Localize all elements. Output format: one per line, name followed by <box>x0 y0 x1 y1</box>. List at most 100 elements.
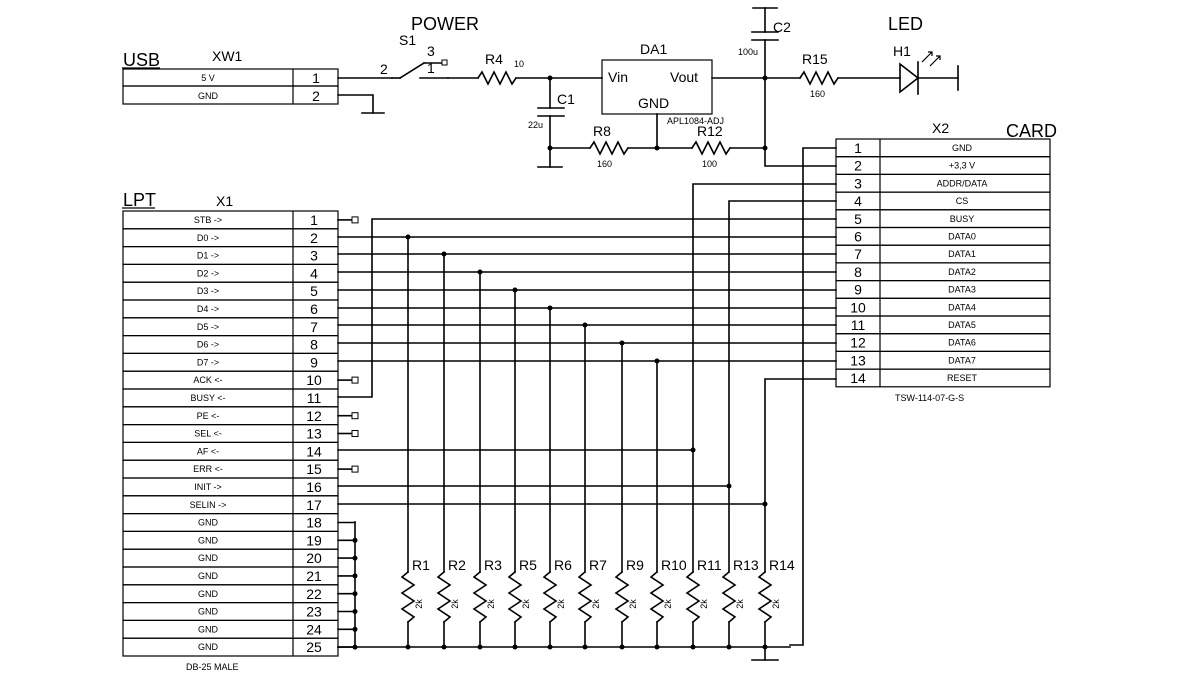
resistor-zigzag <box>507 570 523 624</box>
resistor-zigzag <box>721 570 737 624</box>
lpt-pin-number: 15 <box>306 461 322 477</box>
junction-dot <box>405 234 411 240</box>
pullup-value: 2k <box>771 599 781 609</box>
card-pin-label: RESET <box>947 373 978 383</box>
junction-dot <box>690 447 696 453</box>
usb-gnd-wire <box>337 94 374 114</box>
pullup-resistors: R12kR22kR32kR52kR62kR72kR92kR102kR112kR1… <box>371 183 795 650</box>
card-pin-label: DATA0 <box>948 232 976 242</box>
card-pin-row <box>835 262 1051 282</box>
lpt-ref: X1 <box>216 193 233 209</box>
resistor-r15: R15 160 <box>798 51 840 99</box>
lpt-pin-number: 7 <box>310 319 318 335</box>
lpt-pin-number: 5 <box>310 283 318 299</box>
pullup-value: 2k <box>699 599 709 609</box>
switch-pin-number: 1 <box>427 60 435 76</box>
lpt-pin-label: BUSY <- <box>190 393 225 403</box>
pullup-value: 2k <box>628 599 638 609</box>
pullup-value: 2k <box>450 599 460 609</box>
pullup-ref: R10 <box>661 557 687 573</box>
r8-ref: R8 <box>593 123 611 139</box>
r12-value: 100 <box>702 159 717 169</box>
card-pin-label: DATA5 <box>948 320 976 330</box>
card-pin-number: 5 <box>854 211 862 227</box>
card-pin-number: 3 <box>854 175 862 191</box>
lpt-pin-label: D4 -> <box>197 304 219 314</box>
lpt-pin-label: GND <box>198 589 219 599</box>
card-pin-row <box>835 315 1051 335</box>
card-pin-label: GND <box>952 143 973 153</box>
card-pin-row <box>835 209 1051 229</box>
lpt-pin-label: STB -> <box>194 215 222 225</box>
selin-wire <box>337 378 837 505</box>
junction-dot <box>477 269 483 275</box>
card-pin-label: BUSY <box>950 214 975 224</box>
lpt-pin-number: 3 <box>310 248 318 264</box>
lpt-pin-label: D2 -> <box>197 268 219 278</box>
lpt-pin-number: 4 <box>310 265 318 281</box>
lpt-pin-label: PE <- <box>197 411 220 421</box>
lpt-pin-number: 25 <box>306 639 322 655</box>
card-pin-number: 2 <box>854 158 862 174</box>
junction-dot <box>619 644 625 650</box>
card-pin-label: +3,3 V <box>949 161 975 171</box>
pullup-ref: R11 <box>697 557 722 573</box>
pullup-value: 2k <box>486 599 496 609</box>
junction-dot <box>690 644 696 650</box>
power-title: POWER <box>411 14 479 34</box>
resistor-zigzag <box>690 140 732 156</box>
lpt-pin-label: D7 -> <box>197 357 219 367</box>
switch-pin-number: 3 <box>427 43 435 59</box>
lpt-pin-label: AF <- <box>197 446 219 456</box>
light-arrow <box>929 55 941 67</box>
resistor-zigzag <box>649 570 665 624</box>
usb-pin-number: 2 <box>312 88 320 104</box>
usb-ref: XW1 <box>212 48 243 64</box>
junction-dot <box>762 644 768 650</box>
lpt-pin-label: INIT -> <box>194 482 222 492</box>
card-pin-number: 4 <box>854 193 862 209</box>
no-connect-pad <box>351 216 359 224</box>
card-pin-number: 9 <box>854 282 862 298</box>
card-pin-number: 7 <box>854 246 862 262</box>
pullup-value: 2k <box>556 599 566 609</box>
usb-title: USB <box>123 50 160 70</box>
lpt-pin-number: 14 <box>306 443 322 459</box>
rail-3v3-wire <box>764 77 837 167</box>
af-wire <box>337 183 837 451</box>
junction-dot <box>654 358 660 364</box>
pullup-ref: R3 <box>484 557 502 573</box>
lpt-pin-number: 6 <box>310 301 318 317</box>
card-ref: X2 <box>932 120 949 136</box>
diode-triangle <box>899 62 920 94</box>
led-h1: H1 <box>893 43 941 95</box>
lpt-pin-row <box>122 246 339 266</box>
card-pin-number: 6 <box>854 229 862 245</box>
pullup-ref: R2 <box>448 557 466 573</box>
junction-dot <box>405 644 411 650</box>
pullup-ref: R14 <box>769 557 795 573</box>
card-pin-row <box>835 191 1051 211</box>
r12-ref: R12 <box>697 123 723 139</box>
resistor-r4: R4 10 <box>476 51 524 86</box>
lpt-pin-label: GND <box>198 535 219 545</box>
no-connect-pad <box>351 465 359 473</box>
usb-pin-row <box>122 68 339 87</box>
lpt-pin-label: SEL <- <box>194 429 221 439</box>
lpt-pin-number: 8 <box>310 337 318 353</box>
junction-dot <box>441 644 447 650</box>
lpt-pin-number: 22 <box>306 586 322 602</box>
card-pin-row <box>835 226 1051 246</box>
junction-dot <box>477 644 483 650</box>
usb-pin-label: GND <box>198 91 219 101</box>
no-connect-pad <box>351 376 359 384</box>
pullup-value: 2k <box>735 599 745 609</box>
lpt-pin-number: 13 <box>306 426 322 442</box>
usb-pin-number: 1 <box>312 70 320 86</box>
card-pin-row <box>835 297 1051 317</box>
lpt-pin-row <box>122 317 339 337</box>
init-wire <box>337 200 837 487</box>
pullup-ref: R1 <box>412 557 430 573</box>
